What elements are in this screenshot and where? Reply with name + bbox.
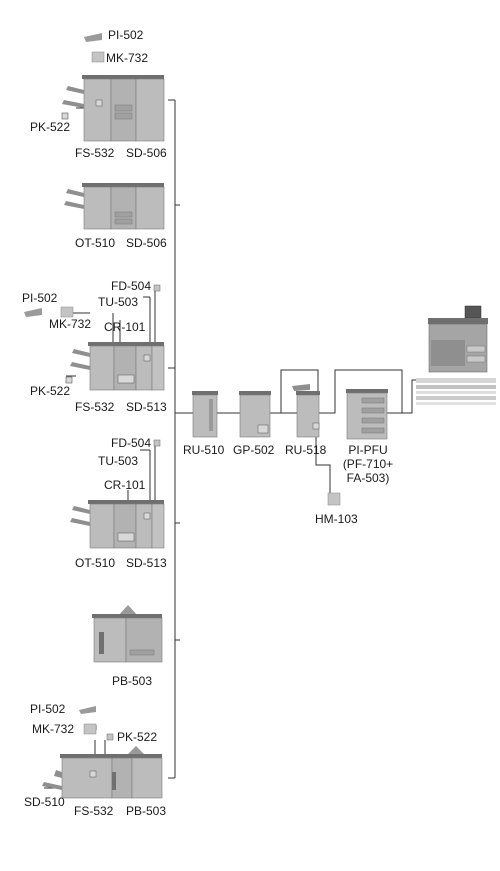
main-press-unit xyxy=(416,305,496,405)
label-pipfu-line3: FA-503) xyxy=(346,471,390,485)
label-hm103: HM-103 xyxy=(315,512,358,526)
label-pi502-1: PI-502 xyxy=(108,28,144,42)
label-pipfu-line1: PI-PFU xyxy=(348,443,388,457)
finisher-binder-unit xyxy=(42,706,163,799)
label-fs532-3: FS-532 xyxy=(74,804,114,818)
paper-feeder-unit xyxy=(346,389,388,440)
label-cr101-2: CR-101 xyxy=(104,478,146,492)
label-cr101-1: CR-101 xyxy=(104,320,146,334)
stacker-unit-2 xyxy=(70,439,165,549)
glue-binder-unit xyxy=(239,391,271,438)
label-pi502-3: PI-502 xyxy=(30,702,66,716)
label-pi502-2: PI-502 xyxy=(22,291,58,305)
label-ot510-2: OT-510 xyxy=(75,556,116,570)
label-tu503-1: TU-503 xyxy=(98,295,139,309)
label-mk732-3: MK-732 xyxy=(32,722,75,736)
label-ot510-1: OT-510 xyxy=(75,236,116,250)
label-sd510: SD-510 xyxy=(24,795,65,809)
finisher-unit xyxy=(61,33,165,142)
label-pk522-2: PK-522 xyxy=(30,384,71,398)
label-mk732-1: MK-732 xyxy=(106,51,149,65)
label-fs532-2: FS-532 xyxy=(75,400,115,414)
relay-unit-2 xyxy=(292,384,320,438)
option-kit-box xyxy=(327,492,341,506)
finisher-unit-2 xyxy=(24,284,165,391)
label-fs532-1: FS-532 xyxy=(75,146,115,160)
label-fd504-1: FD-504 xyxy=(111,279,152,293)
label-pk522-3: PK-522 xyxy=(117,730,158,744)
label-sd506-1: SD-506 xyxy=(126,146,167,160)
label-ru518: RU-518 xyxy=(285,443,327,457)
label-sd506-2: SD-506 xyxy=(126,236,167,250)
label-gp502: GP-502 xyxy=(233,443,275,457)
relay-unit xyxy=(192,391,218,438)
label-pb503-1: PB-503 xyxy=(112,674,153,688)
stacker-unit xyxy=(64,183,165,230)
label-pb503-2: PB-503 xyxy=(126,804,167,818)
label-tu503-2: TU-503 xyxy=(98,454,139,468)
label-ru510: RU-510 xyxy=(183,443,225,457)
label-sd513-2: SD-513 xyxy=(126,556,167,570)
label-pk522-1: PK-522 xyxy=(30,120,71,134)
label-fd504-2: FD-504 xyxy=(111,436,152,450)
perfect-binder-unit xyxy=(92,605,163,663)
label-sd513-1: SD-513 xyxy=(126,400,167,414)
label-mk732-2: MK-732 xyxy=(49,317,92,331)
label-pipfu-line2: (PF-710+ xyxy=(342,457,394,471)
